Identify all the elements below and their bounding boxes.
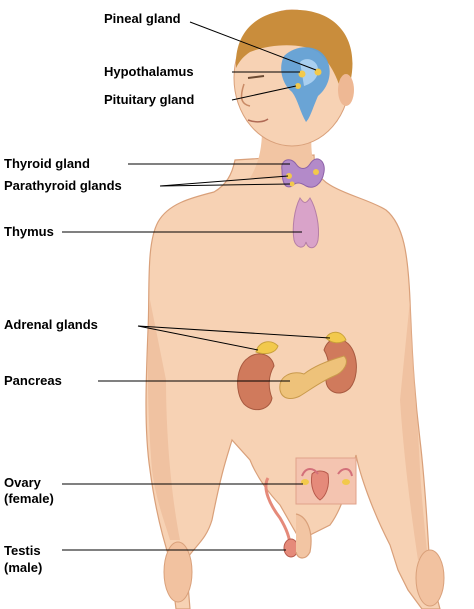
- testis: [283, 538, 299, 558]
- leader-parathyroid-1: [159, 175, 289, 187]
- eye: [247, 75, 265, 79]
- parathyroid-gland-2: [313, 169, 319, 175]
- label-pineal-gland: Pineal gland: [104, 11, 181, 26]
- left-kidney: [237, 353, 275, 411]
- right-adrenal-gland: [325, 331, 347, 344]
- label-parathyroid-glands: Parathyroid glands: [4, 178, 122, 193]
- label-thymus: Thymus: [4, 224, 54, 239]
- leader-parathyroid-2: [159, 183, 291, 187]
- vas-deferens: [264, 477, 292, 547]
- right-hand: [415, 549, 445, 607]
- thymus-gland: [292, 197, 319, 249]
- label-adrenal-glands: Adrenal glands: [4, 317, 98, 332]
- leader-adrenal-2: [137, 325, 331, 339]
- leader-adrenal-1: [137, 325, 259, 351]
- leader-lines: [62, 21, 331, 551]
- pineal-gland-marker: [314, 68, 322, 76]
- label-pituitary-gland: Pituitary gland: [104, 92, 195, 107]
- left-arm-shadow: [147, 300, 180, 540]
- left-hand: [163, 541, 193, 603]
- label-hypothalamus: Hypothalamus: [104, 64, 194, 79]
- hair: [236, 9, 353, 104]
- label-testis: Testis: [4, 543, 41, 558]
- parathyroid-gland-3: [289, 181, 295, 187]
- right-arm-shadow: [400, 300, 428, 560]
- fallopian-tubes: [301, 468, 353, 477]
- hypothalamus-marker: [298, 70, 306, 78]
- leader-pituitary: [231, 85, 297, 101]
- pancreas: [279, 355, 347, 399]
- label-pancreas: Pancreas: [4, 373, 62, 388]
- ovary-right: [342, 479, 350, 485]
- ear: [338, 74, 354, 106]
- pituitary-gland-marker: [295, 83, 301, 89]
- label-ovary-female: (female): [4, 491, 54, 506]
- mouth: [247, 118, 269, 123]
- nose: [240, 83, 251, 107]
- left-adrenal-gland: [255, 341, 279, 355]
- label-testis-male: (male): [4, 560, 43, 575]
- label-thyroid-gland: Thyroid gland: [4, 156, 90, 171]
- label-ovary: Ovary: [4, 475, 41, 490]
- leader-pineal: [189, 21, 317, 71]
- parathyroid-gland-1: [286, 173, 292, 179]
- uterus: [311, 470, 329, 501]
- penis-outline: [295, 513, 312, 559]
